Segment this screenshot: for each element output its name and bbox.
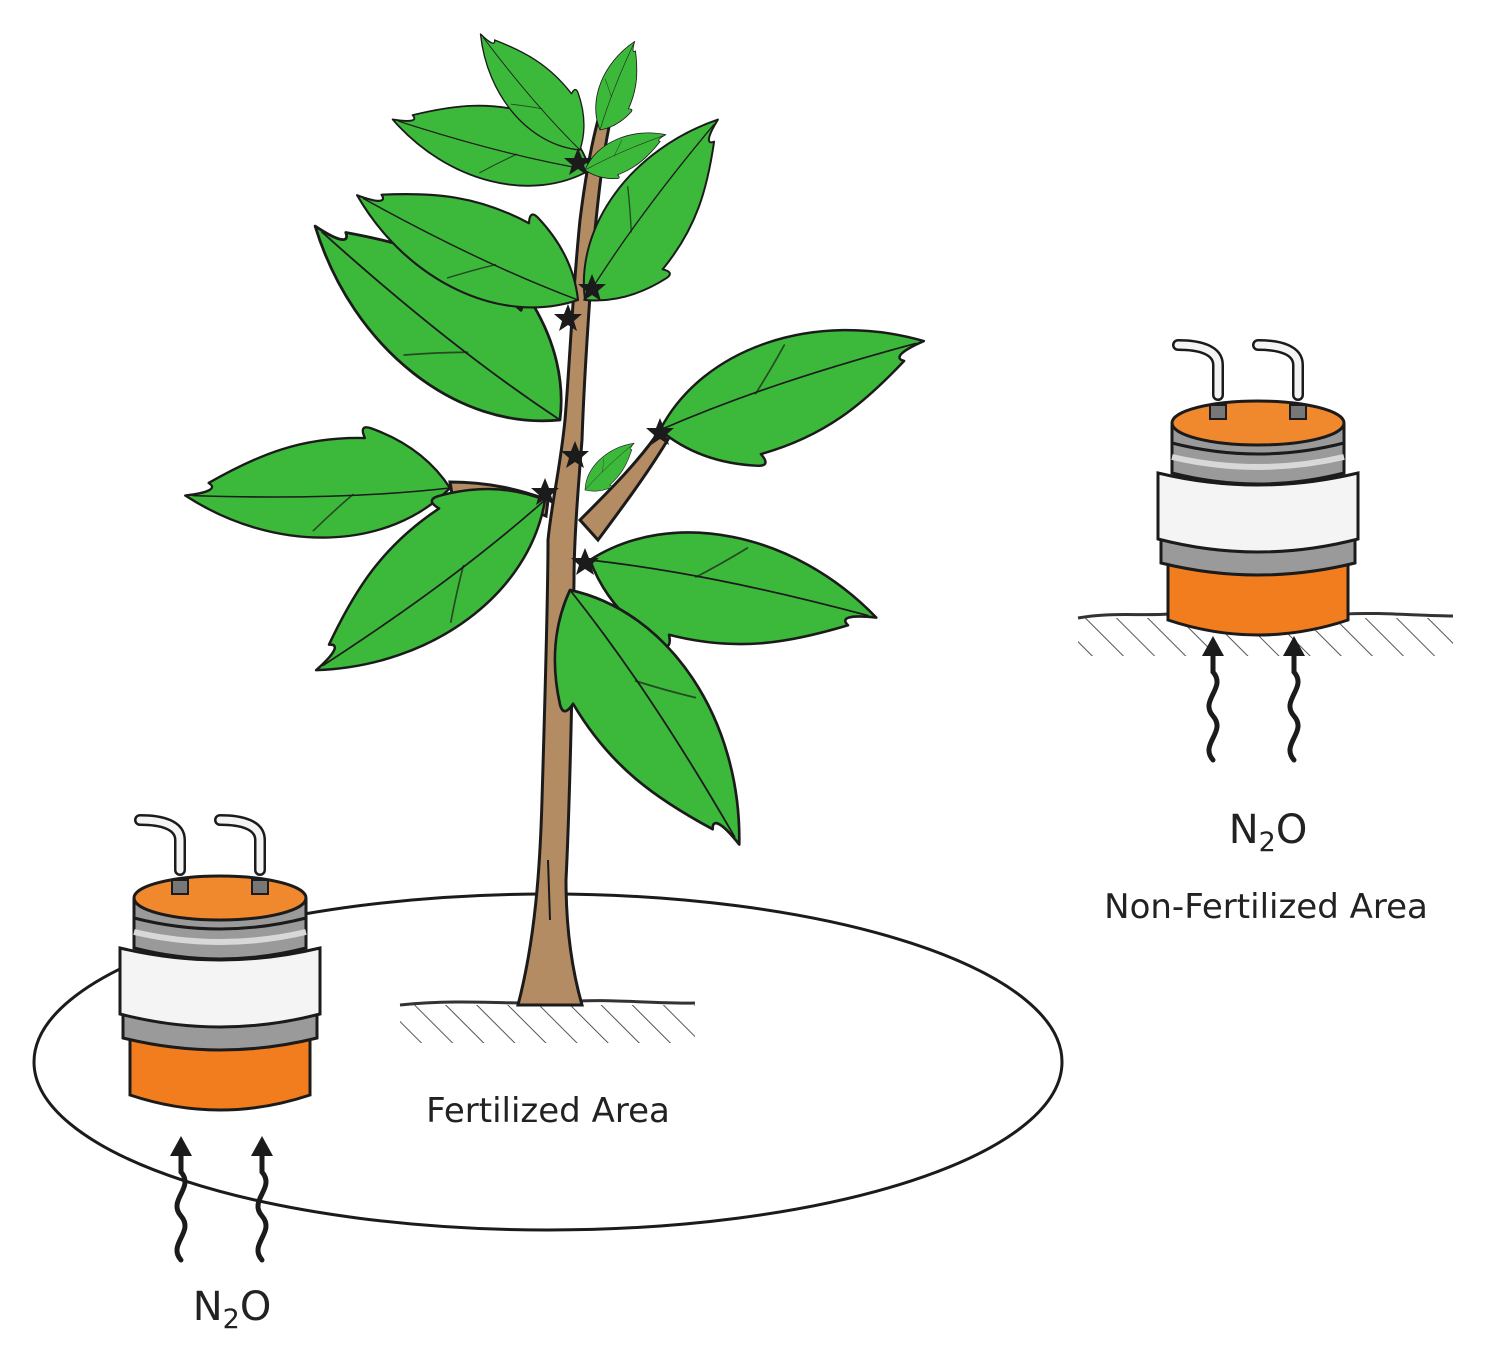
- plant-illustration: [180, 5, 935, 1007]
- wavy-up-arrow-icon: [1283, 636, 1305, 760]
- n2o-label-left: N2O: [193, 1284, 272, 1335]
- wavy-up-arrow-icon: [170, 1136, 192, 1260]
- n2o-label-right: N2O: [1229, 807, 1308, 858]
- fertilized-area-label: Fertilized Area: [426, 1091, 670, 1131]
- non-fertilized-area-label: Non-Fertilized Area: [1104, 887, 1428, 927]
- plant-ground: [399, 999, 696, 1043]
- wavy-up-arrow-icon: [251, 1136, 273, 1260]
- wavy-up-arrow-icon: [1202, 636, 1224, 760]
- gas-sampling-chamber-icon: [120, 820, 320, 1110]
- gas-sampling-chamber-icon: [1158, 345, 1358, 635]
